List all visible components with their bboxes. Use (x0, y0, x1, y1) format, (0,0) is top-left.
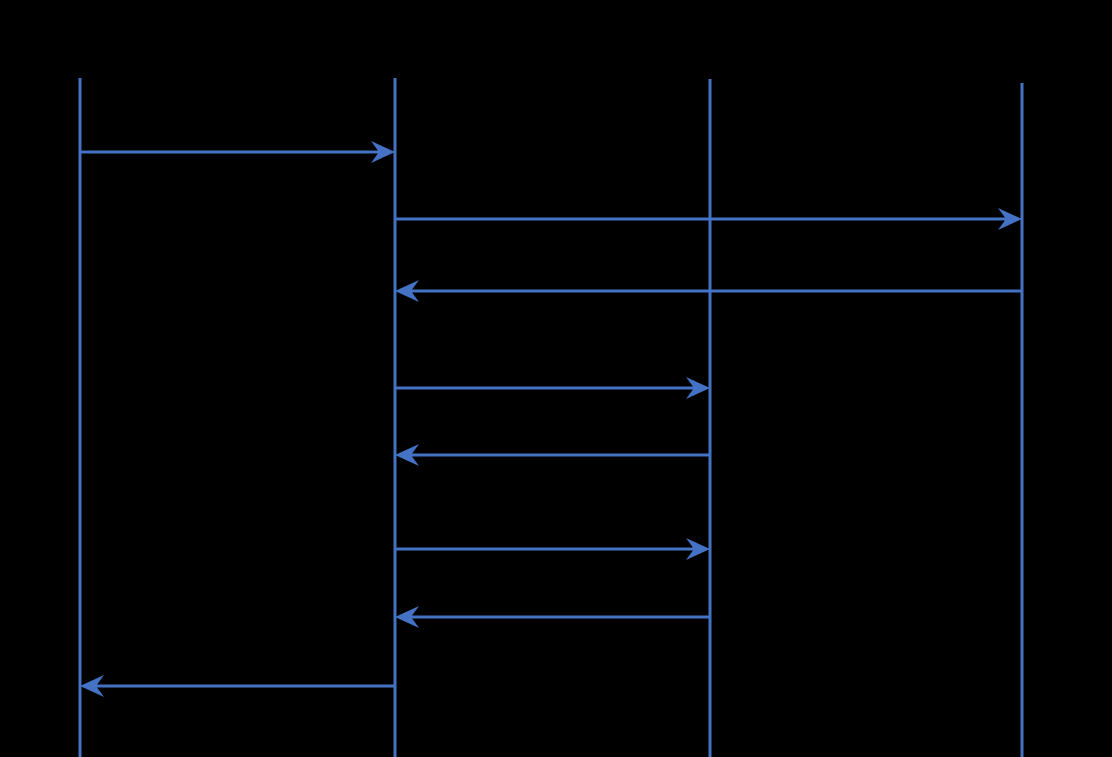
message-1-arrowhead-icon (371, 141, 395, 163)
message-6-arrowhead-icon (686, 538, 710, 560)
message-3-arrowhead-icon (395, 280, 419, 302)
message-7-arrowhead-icon (395, 606, 419, 628)
message-4-arrowhead-icon (686, 377, 710, 399)
message-5-arrowhead-icon (395, 444, 419, 466)
message-2-arrowhead-icon (998, 208, 1022, 230)
message-8-arrowhead-icon (80, 675, 104, 697)
